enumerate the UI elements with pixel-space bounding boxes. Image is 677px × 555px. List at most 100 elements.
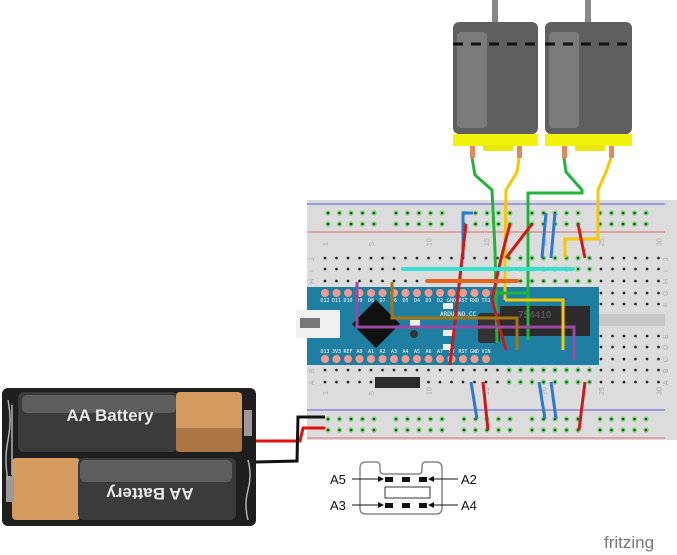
arduino-pin-label: D10 xyxy=(343,298,352,304)
breadboard-hole-center xyxy=(484,380,488,384)
arduino-pin-label: A2 xyxy=(379,349,385,355)
breadboard-hole-center xyxy=(553,368,557,372)
breadboard-hole-center xyxy=(372,222,376,226)
arduino-pin xyxy=(378,289,387,297)
breadboard-hole-center xyxy=(361,222,364,226)
breadboard-hole-center xyxy=(621,222,625,226)
breadboard-hole-center xyxy=(369,256,373,260)
breadboard-hole-center xyxy=(657,357,660,361)
breadboard-hole-center xyxy=(611,334,614,338)
arduino-pin-label: TX1 xyxy=(481,298,490,304)
breadboard-hole-center xyxy=(634,380,637,384)
arduino-pin xyxy=(401,289,410,297)
arduino-pin xyxy=(344,289,352,297)
arduino-pin-label: GND xyxy=(470,349,479,355)
breadboard-hole-center xyxy=(530,279,534,283)
legend-label-a3: A3 xyxy=(330,498,346,513)
arduino-pin-label: A4 xyxy=(402,349,408,355)
breadboard-hole-center xyxy=(622,334,626,338)
breadboard-hole-center xyxy=(588,256,591,260)
red-wire-5 xyxy=(481,381,490,431)
breadboard-hole-center xyxy=(530,368,534,372)
arduino-pin xyxy=(424,355,433,363)
breadboard-hole-center xyxy=(338,417,341,421)
breadboard-hole-center xyxy=(657,291,660,295)
arduino-pin-label: A3 xyxy=(391,349,397,355)
breadboard-hole-center xyxy=(473,368,476,372)
breadboard-hole-center xyxy=(473,256,476,260)
breadboard-hole-center xyxy=(599,267,603,271)
breadboard-hole-center xyxy=(634,368,637,372)
breadboard-hole-center xyxy=(496,380,499,384)
arduino-pin xyxy=(482,289,490,297)
breadboard-hole-center xyxy=(599,279,603,283)
breadboard-hole-center xyxy=(429,211,432,215)
breadboard-hole-center xyxy=(576,417,580,421)
breadboard-hole-center xyxy=(406,222,409,226)
row-letter-label: H xyxy=(663,279,670,284)
breadboard-hole-center xyxy=(361,417,364,421)
breadboard-hole-center xyxy=(634,291,637,295)
arduino-pin-label: D12 xyxy=(320,298,329,304)
breadboard-hole-center xyxy=(335,380,338,384)
breadboard-hole-center xyxy=(599,256,603,260)
breadboard-hole-center xyxy=(369,279,373,283)
row-letter-label: E xyxy=(663,334,670,339)
breadboard-hole-center xyxy=(645,357,649,361)
row-letter-label: A xyxy=(663,380,670,385)
breadboard-hole-center xyxy=(622,267,626,271)
breadboard-hole-center xyxy=(404,368,407,372)
breadboard-hole-center xyxy=(622,279,626,283)
breadboard-hole-center xyxy=(553,256,557,260)
reset-button xyxy=(410,330,418,338)
column-number-label: 5 xyxy=(369,391,376,395)
motor-right-yellow-wire xyxy=(563,157,613,258)
battery-pack: AA Battery AA Battery xyxy=(2,388,256,526)
breadboard-hole-center xyxy=(553,279,557,283)
arduino-mcu-chip xyxy=(352,300,400,348)
breadboard-hole-center xyxy=(349,211,353,215)
breadboard-hole-center xyxy=(392,368,396,372)
breadboard-hole-center xyxy=(415,279,419,283)
breadboard-hole-center xyxy=(599,368,603,372)
arduino-pin-label: D2 xyxy=(437,298,443,304)
breadboard-hole-center xyxy=(335,267,338,271)
battery-bottom-terminal xyxy=(6,476,14,502)
breadboard-hole-center xyxy=(530,428,534,432)
arduino-pin-label: D5 xyxy=(402,298,408,304)
battery-bottom-positive-cap xyxy=(12,458,80,520)
breadboard-hole-center xyxy=(338,211,341,215)
column-number-label: 25 xyxy=(599,387,606,395)
arduino-pin-label: 3V3 xyxy=(332,349,341,355)
breadboard-hole-center xyxy=(622,302,626,306)
breadboard-hole-center xyxy=(381,368,384,372)
breadboard-hole-center xyxy=(406,428,409,432)
breadboard-hole-center xyxy=(645,368,649,372)
breadboard-hole-center xyxy=(417,417,421,421)
arduino-pin xyxy=(436,289,444,297)
breadboard-hole-center xyxy=(440,417,444,421)
breadboard-hole-center xyxy=(392,267,396,271)
column-number-label: 1 xyxy=(323,391,330,395)
breadboard-hole-center xyxy=(633,417,636,421)
breadboard-hole-center xyxy=(372,428,376,432)
arduino-pin xyxy=(390,355,398,363)
breadboard-hole-center xyxy=(610,222,613,226)
breadboard-hole-center xyxy=(519,380,522,384)
breadboard-hole-center xyxy=(542,368,545,372)
row-letter-label: G xyxy=(663,291,670,296)
blue-wire-4 xyxy=(469,381,479,420)
ic-label: 754410 xyxy=(518,310,552,321)
breadboard-hole-center xyxy=(611,256,614,260)
motor-left-yellow-wire xyxy=(503,157,521,300)
breadboard-hole-center xyxy=(657,380,660,384)
breadboard-hole-center xyxy=(338,222,341,226)
breadboard-hole-center xyxy=(565,428,568,432)
battery-top-label: AA Battery xyxy=(66,406,154,425)
breadboard-hole-center xyxy=(323,256,327,260)
arduino-pin-label: D6 xyxy=(391,298,397,304)
arduino-pin-label: A0 xyxy=(356,349,362,355)
breadboard-hole-center xyxy=(415,368,419,372)
breadboard-hole-center xyxy=(553,428,557,432)
breadboard-hole-center xyxy=(326,428,330,432)
